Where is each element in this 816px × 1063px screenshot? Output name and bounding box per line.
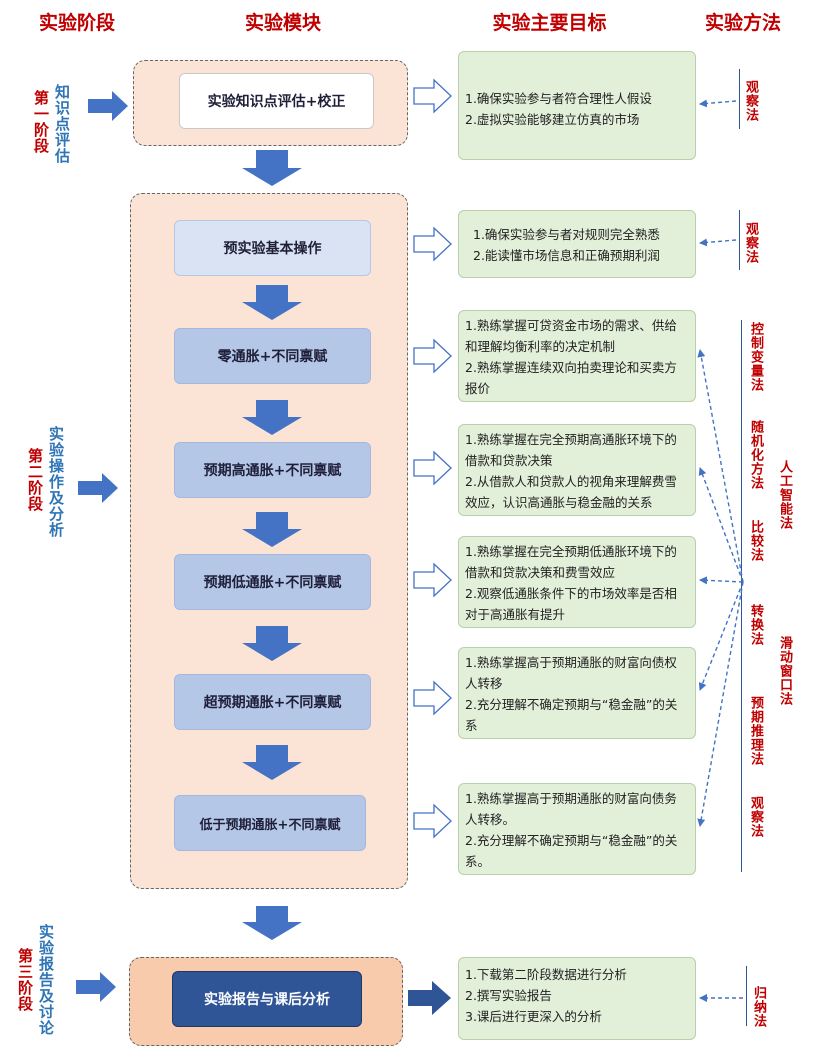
report-arrow-icon: [408, 981, 451, 1015]
method-ai: 人工智能法: [777, 460, 792, 530]
goal-5-item-2: 2.观察低通胀条件下的市场效率是否相对于高通胀有提升: [465, 586, 677, 622]
down-arrow-icon: [242, 512, 302, 547]
goal-5-item-1: 1.熟练掌握在完全预期低通胀环境下的借款和贷款决策和费雪效应: [465, 544, 677, 580]
method-induction: 归纳法: [751, 986, 766, 1028]
goal-box-7: 1.熟练掌握高于预期通胀的财富向债务人转移。 2.充分理解不确定预期与“稳金融”…: [458, 783, 696, 875]
down-arrow-icon: [242, 626, 302, 661]
header-method: 实验方法: [704, 12, 781, 34]
goal-7-item-1: 1.熟练掌握高于预期通胀的财富向债务人转移。: [465, 791, 677, 827]
goal-8-item-2: 2.撰写实验报告: [465, 988, 552, 1003]
down-arrow-icon: [242, 285, 302, 320]
hollow-arrow-icon: [413, 226, 452, 262]
goal-4-item-2: 2.从借款人和贷款人的视角来理解费雪效应，认识高通胀与稳金融的关系: [465, 474, 677, 510]
stage-3-arrow-icon: [76, 972, 116, 1002]
method-expectation-reasoning: 预期推理法: [748, 696, 763, 766]
down-arrow-icon: [242, 400, 302, 435]
down-arrow-icon: [242, 745, 302, 780]
method-observation: 观察法: [748, 796, 763, 838]
hollow-arrow-icon: [413, 78, 452, 114]
stage-3-topic: 实验报告及讨论: [37, 924, 55, 1036]
method-link-3: [697, 349, 744, 583]
goal-1-item-2: 2.虚拟实验能够建立仿真的市场: [465, 112, 640, 127]
goal-2-item-2: 2.能读懂市场信息和正确预期利润: [473, 248, 660, 263]
header-stage: 实验阶段: [38, 12, 115, 34]
module-knowledge-assessment: 实验知识点评估+校正: [179, 73, 374, 129]
goal-4-item-1: 1.熟练掌握在完全预期高通胀环境下的借款和贷款决策: [465, 432, 677, 468]
goal-1-item-1: 1.确保实验参与者符合理性人假设: [465, 91, 652, 106]
hollow-arrow-icon: [413, 680, 452, 716]
hollow-arrow-icon: [413, 338, 452, 374]
method-randomization: 随机化方法: [748, 420, 763, 490]
stage-2-topic: 实验操作及分析: [47, 426, 65, 538]
stage-1-arrow-icon: [88, 91, 128, 121]
goal-3-item-1: 1.熟练掌握可贷资金市场的需求、供给和理解均衡利率的决定机制: [465, 318, 677, 354]
method-sliding-window: 滑动窗口法: [777, 636, 792, 706]
header-goal: 实验主要目标: [492, 12, 607, 34]
goal-box-6: 1.熟练掌握高于预期通胀的财富向债权人转移 2.充分理解不确定预期与“稳金融”的…: [458, 647, 696, 739]
goal-3-item-2: 2.熟练掌握连续双向拍卖理论和买卖方报价: [465, 360, 677, 396]
method-pre-observation: 观察法: [743, 222, 758, 264]
method-stage1-observation: 观察法: [743, 80, 758, 122]
goal-box-5: 1.熟练掌握在完全预期低通胀环境下的借款和贷款决策和费雪效应 2.观察低通胀条件…: [458, 536, 696, 628]
method-comparison: 比较法: [748, 520, 763, 562]
method-bracket-4: [746, 966, 748, 1026]
stage-3-name: 第三阶段: [16, 948, 34, 1012]
stage-2-name: 第二阶段: [26, 448, 44, 512]
goal-box-3: 1.熟练掌握可贷资金市场的需求、供给和理解均衡利率的决定机制 2.熟练掌握连续双…: [458, 310, 696, 402]
down-arrow-icon: [242, 906, 302, 940]
method-conversion: 转换法: [748, 604, 763, 646]
goal-7-item-2: 2.充分理解不确定预期与“稳金融”的关系。: [465, 833, 678, 869]
stage-1-topic: 知识点评估: [53, 84, 71, 164]
method-bracket-1: [739, 69, 741, 129]
hollow-arrow-icon: [413, 562, 452, 598]
goal-box-4: 1.熟练掌握在完全预期高通胀环境下的借款和贷款决策 2.从借款人和贷款人的视角来…: [458, 424, 696, 516]
method-link-1: [699, 99, 737, 108]
method-link-7: [697, 581, 744, 827]
module-pre-experiment: 预实验基本操作: [174, 220, 371, 276]
module-below-expected-inflation: 低于预期通胀+不同禀赋: [174, 795, 366, 851]
goal-box-2: 1.确保实验参与者对规则完全熟悉 2.能读懂市场信息和正确预期利润: [458, 210, 696, 278]
goal-box-8: 1.下载第二阶段数据进行分析 2.撰写实验报告 3.课后进行更深入的分析: [458, 957, 696, 1040]
method-bracket-2: [739, 210, 741, 270]
goal-box-1: 1.确保实验参与者符合理性人假设 2.虚拟实验能够建立仿真的市场: [458, 51, 696, 160]
hollow-arrow-icon: [413, 803, 452, 839]
goal-8-item-1: 1.下载第二阶段数据进行分析: [465, 967, 627, 982]
method-control-variable: 控制变量法: [748, 322, 763, 392]
method-bracket-3: [741, 320, 743, 872]
module-expected-high-inflation: 预期高通胀+不同禀赋: [174, 442, 371, 498]
stage-1-name: 第一阶段: [32, 90, 50, 154]
method-link-5: [699, 576, 744, 585]
method-link-4: [698, 467, 744, 583]
module-expected-low-inflation: 预期低通胀+不同禀赋: [174, 554, 371, 610]
module-above-expected-inflation: 超预期通胀+不同禀赋: [174, 674, 371, 730]
goal-6-item-2: 2.充分理解不确定预期与“稳金融”的关系: [465, 697, 678, 733]
hollow-arrow-icon: [413, 450, 452, 486]
module-zero-inflation: 零通胀+不同禀赋: [174, 328, 371, 384]
goal-6-item-1: 1.熟练掌握高于预期通胀的财富向债权人转移: [465, 655, 677, 691]
goal-2-item-1: 1.确保实验参与者对规则完全熟悉: [473, 227, 660, 242]
stage-2-arrow-icon: [78, 473, 118, 503]
goal-8-item-3: 3.课后进行更深入的分析: [465, 1009, 602, 1024]
method-link-2: [699, 238, 737, 247]
module-report-analysis: 实验报告与课后分析: [172, 971, 362, 1027]
method-link-6: [698, 581, 744, 691]
down-arrow-icon: [242, 150, 302, 186]
header-module: 实验模块: [244, 12, 321, 34]
